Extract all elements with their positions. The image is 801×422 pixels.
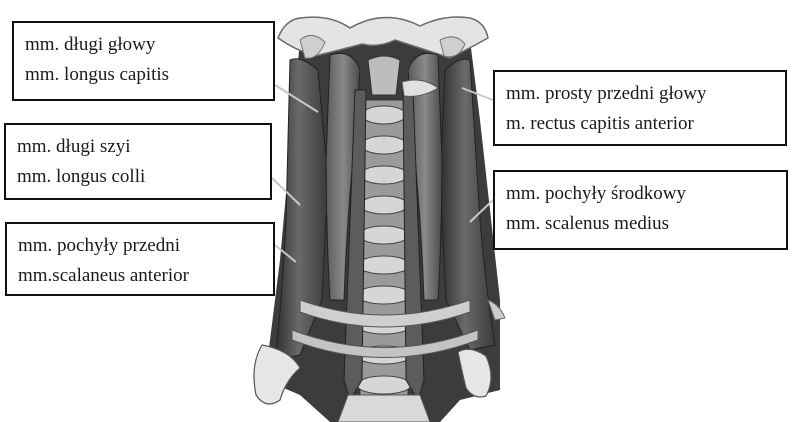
trachea-base [338,395,430,422]
rectus-capitis-anterior [368,56,400,95]
label-polish: mm. długi głowy [25,30,273,60]
label-box-longus-colli: mm. długi szyi mm. longus colli [4,123,272,200]
label-polish: mm. pochyły przedni [18,231,273,261]
label-latin: mm.scalaneus anterior [18,261,273,291]
label-polish: mm. prosty przedni głowy [506,79,785,109]
label-box-rectus-capitis-anterior: mm. prosty przedni głowy m. rectus capit… [493,70,787,146]
label-box-longus-capitis: mm. długi głowy mm. longus capitis [12,21,275,101]
label-polish: mm. długi szyi [17,132,270,162]
label-latin: m. rectus capitis anterior [506,109,785,139]
label-polish: mm. pochyły środkowy [506,179,786,209]
label-latin: mm. longus capitis [25,60,273,90]
label-box-scalenus-anterior: mm. pochyły przedni mm.scalaneus anterio… [5,222,275,296]
label-latin: mm. scalenus medius [506,209,786,239]
label-latin: mm. longus colli [17,162,270,192]
label-box-scalenus-medius: mm. pochyły środkowy mm. scalenus medius [493,170,788,250]
